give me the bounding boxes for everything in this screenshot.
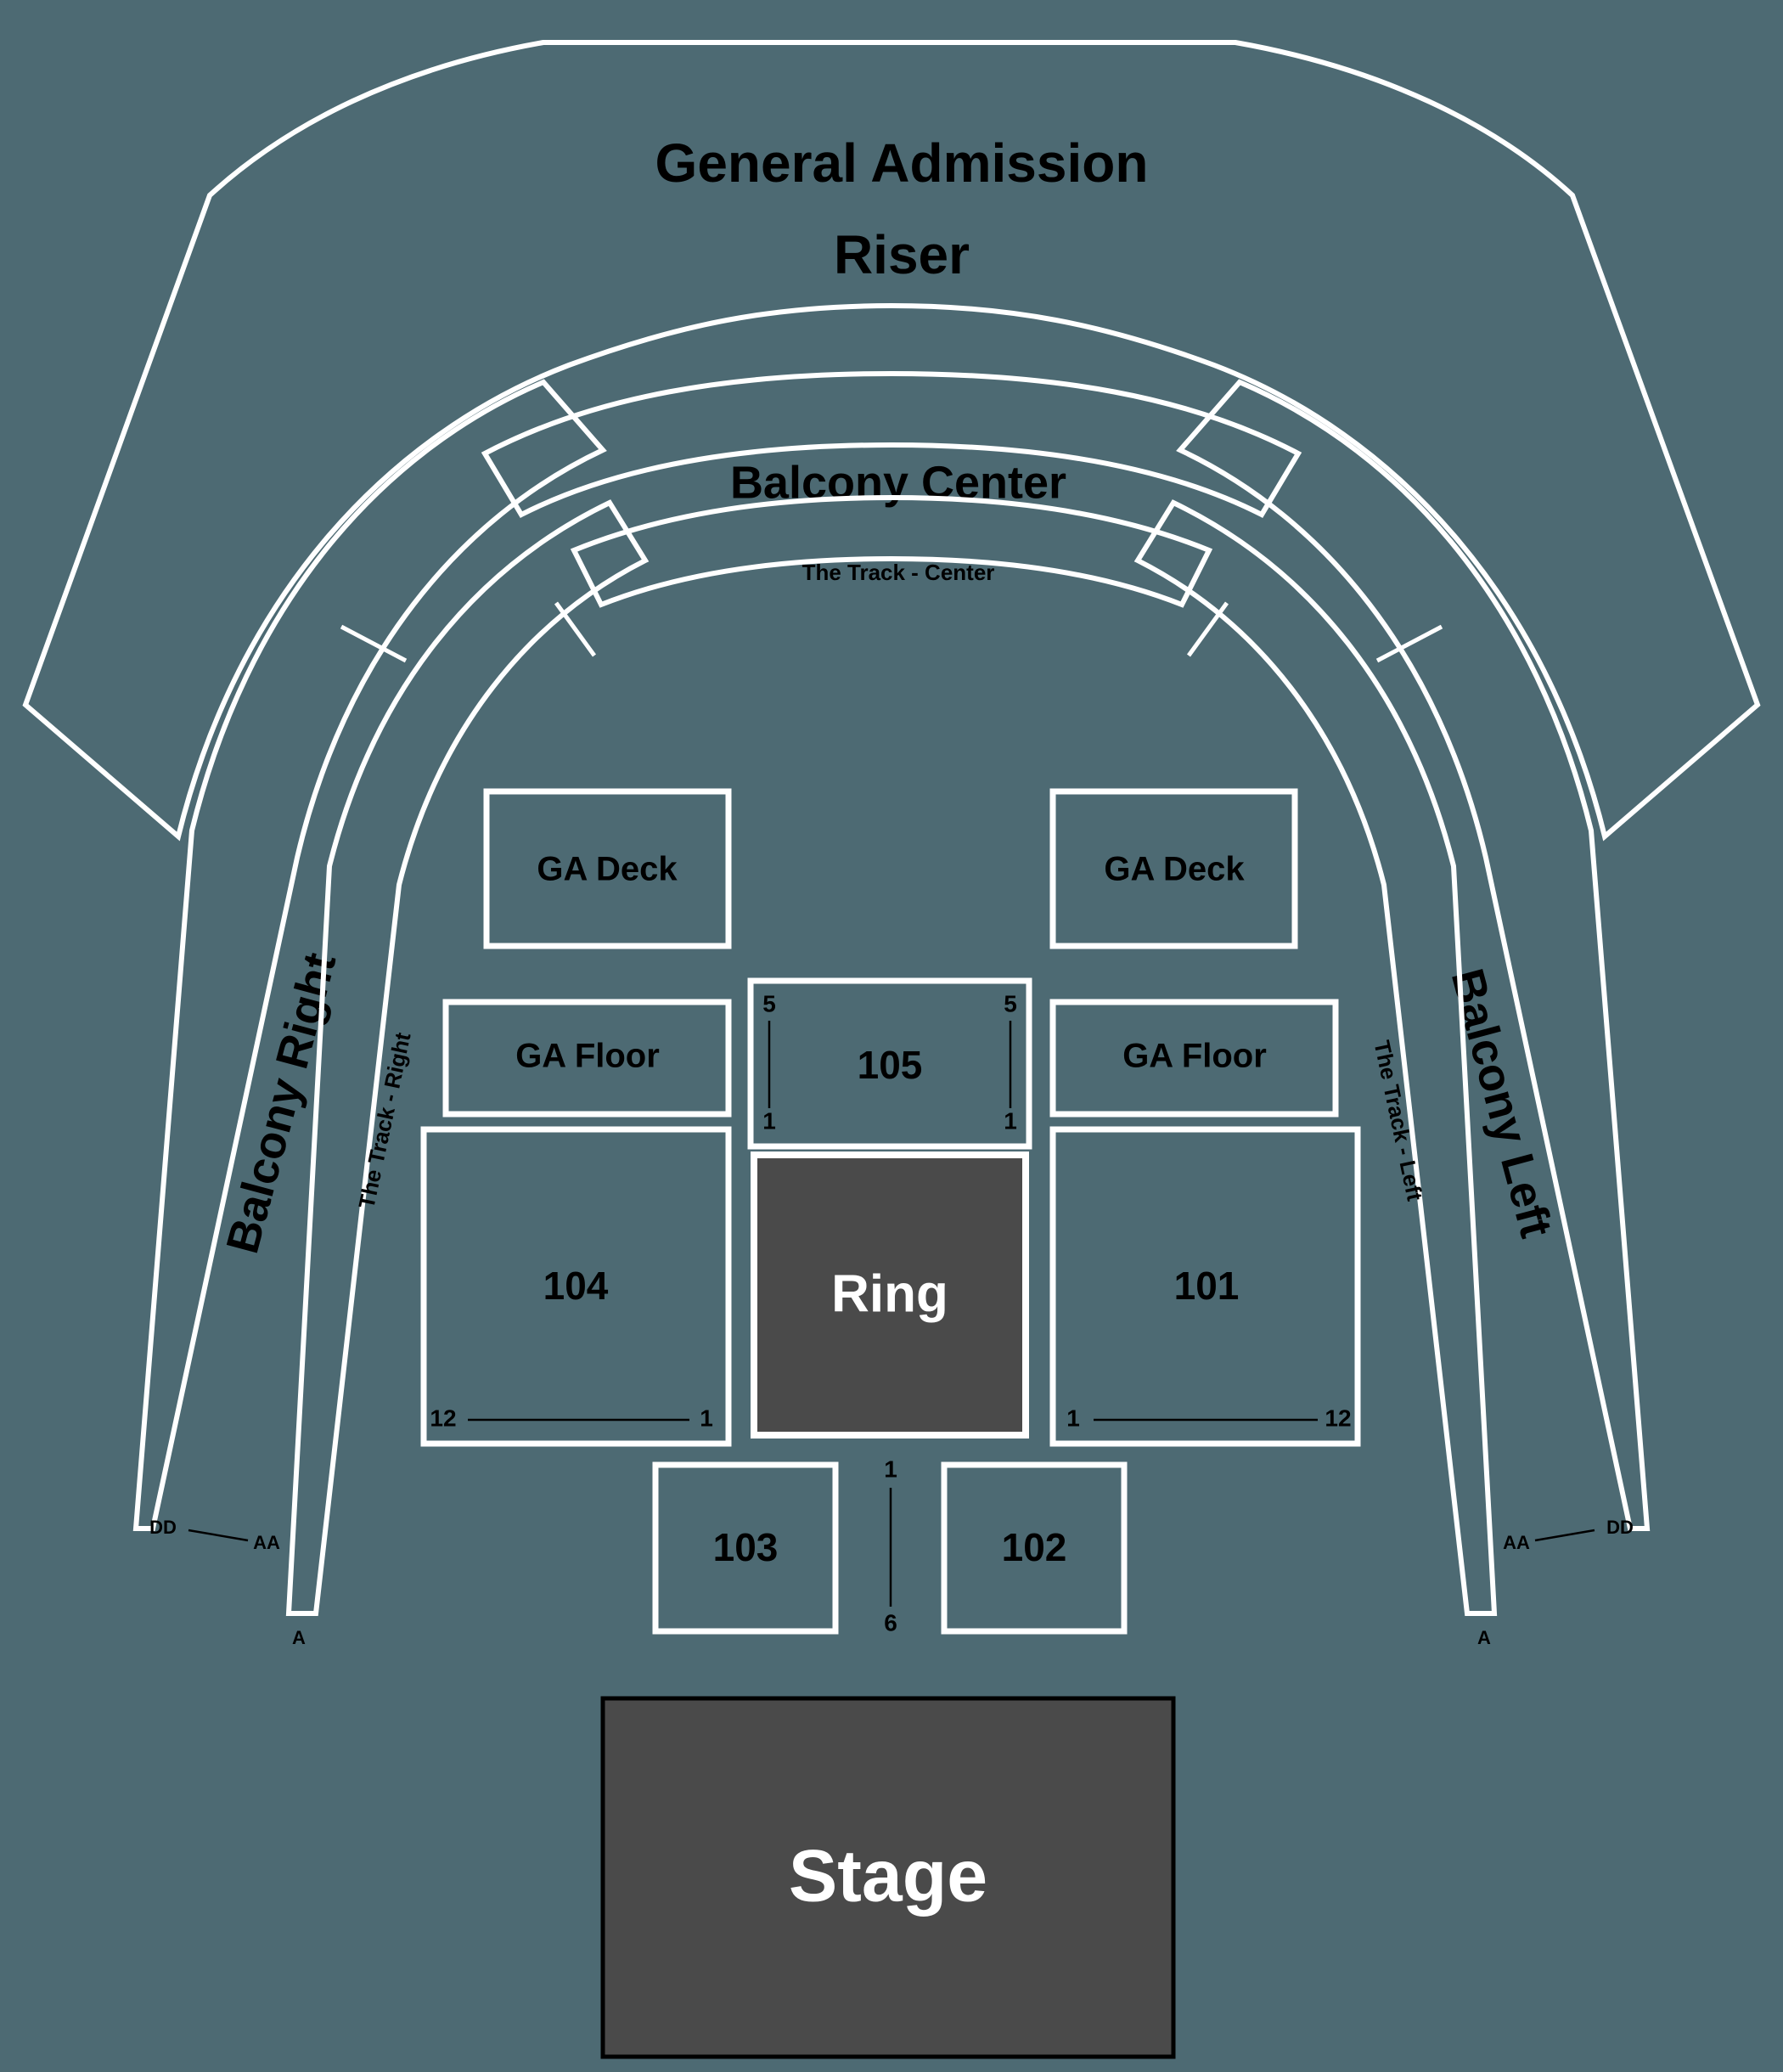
section-track-left-label: The Track - Left — [1369, 1038, 1427, 1203]
section-104[interactable] — [420, 1126, 732, 1447]
section-track-right-label: The Track - Right — [353, 1030, 415, 1211]
balcony-right-row-marker-aa: AA — [253, 1532, 280, 1553]
section-balcony-center-outline[interactable] — [481, 370, 1302, 518]
center-aisle-row-marker-top: 1 — [884, 1455, 897, 1482]
stage-block[interactable] — [600, 1696, 1176, 2059]
section-ga-floor-left-label: GA Floor — [515, 1038, 660, 1075]
section-105-label: 105 — [858, 1043, 923, 1087]
section-ga-riser-label-line2: Riser — [834, 224, 970, 285]
section-103-label: 103 — [713, 1525, 779, 1569]
section-101-row-marker-right: 12 — [1325, 1405, 1351, 1431]
section-104-row-marker-left: 12 — [430, 1405, 456, 1431]
stage-label: Stage — [789, 1836, 987, 1917]
track-divider-right — [554, 601, 597, 657]
section-105-row-marker-right-bottom: 1 — [1004, 1107, 1017, 1134]
track-divider-left — [1186, 601, 1229, 657]
balcony-left-row-marker-dd: DD — [1606, 1517, 1634, 1538]
section-ga-deck-left-label: GA Deck — [537, 851, 678, 888]
section-105-row-marker-right-top: 5 — [1004, 990, 1017, 1016]
balcony-left-row-marker-a: A — [1477, 1627, 1491, 1648]
section-track-left-outline[interactable] — [1133, 499, 1498, 1616]
section-105-row-marker-left-bottom: 1 — [762, 1107, 776, 1134]
balcony-right-row-marker-a: A — [292, 1627, 306, 1648]
section-ga-floor-right[interactable] — [1049, 999, 1339, 1118]
section-balcony-right-label: Balcony Right — [217, 948, 346, 1258]
section-101[interactable] — [1049, 1126, 1361, 1447]
section-balcony-left-outline[interactable] — [1176, 379, 1651, 1531]
balcony-right-row-line — [188, 1529, 249, 1542]
center-aisle-row-marker-bottom: 6 — [884, 1609, 897, 1636]
section-101-row-marker-left: 1 — [1066, 1405, 1080, 1431]
balcony-divider-left — [1375, 624, 1443, 663]
ring-label: Ring — [831, 1264, 948, 1323]
section-ga-floor-left[interactable] — [442, 999, 732, 1118]
section-ga-deck-right-label: GA Deck — [1104, 851, 1245, 888]
section-101-label: 101 — [1174, 1264, 1240, 1308]
section-ga-deck-right[interactable] — [1049, 788, 1298, 949]
section-track-right-outline[interactable] — [285, 499, 650, 1616]
section-ga-floor-right-label: GA Floor — [1122, 1038, 1267, 1075]
balcony-left-row-line — [1534, 1529, 1595, 1542]
section-balcony-right-outline[interactable] — [132, 379, 607, 1531]
balcony-left-row-marker-aa: AA — [1503, 1532, 1530, 1553]
section-105-row-marker-left-top: 5 — [762, 990, 776, 1016]
section-ga-deck-left[interactable] — [483, 788, 732, 949]
section-ga-riser-label-line1: General Admission — [655, 132, 1149, 194]
section-track-center-label: The Track - Center — [802, 560, 995, 585]
section-103[interactable] — [652, 1461, 839, 1635]
section-102[interactable] — [941, 1461, 1128, 1635]
balcony-divider-right — [340, 624, 408, 663]
section-104-label: 104 — [543, 1264, 609, 1308]
balcony-right-row-marker-dd: DD — [149, 1517, 177, 1538]
section-102-label: 102 — [1002, 1525, 1067, 1569]
section-general-admission-riser-outline[interactable] — [22, 40, 1761, 842]
section-105[interactable] — [747, 977, 1032, 1150]
ring-block[interactable] — [751, 1151, 1029, 1439]
section-104-row-marker-right: 1 — [700, 1405, 713, 1431]
section-track-center-outline[interactable] — [570, 494, 1213, 608]
